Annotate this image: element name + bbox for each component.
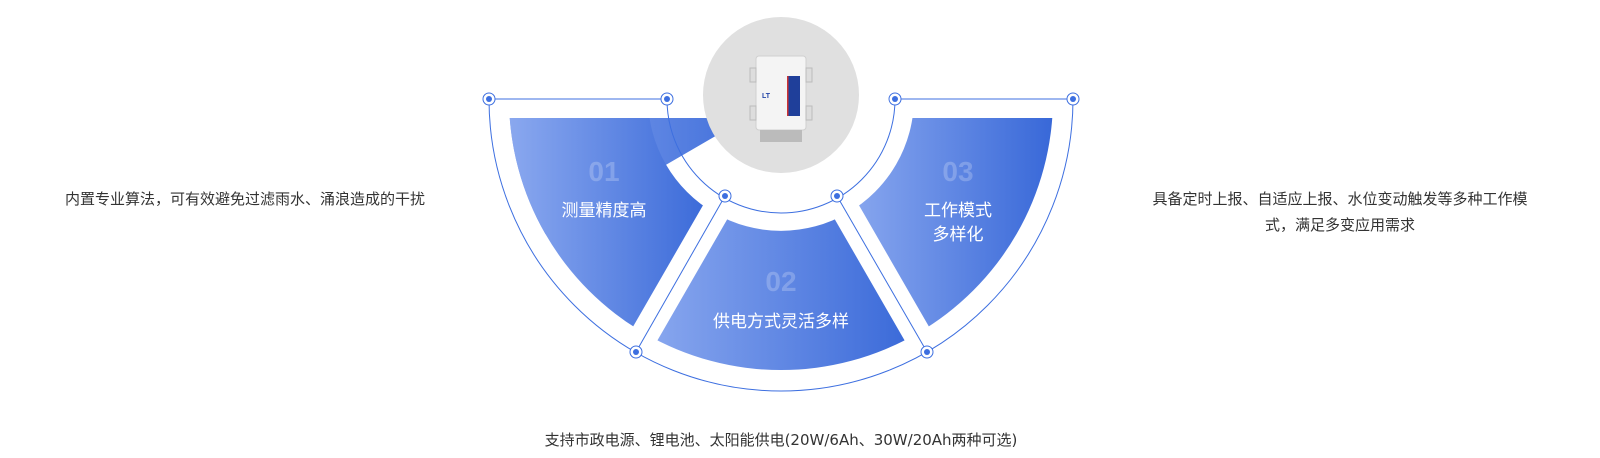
node-dot [1066, 92, 1080, 106]
node-dots [482, 92, 1080, 359]
node-dot [629, 345, 643, 359]
feature-3-description: 具备定时上报、自适应上报、水位变动触发等多种工作模 式，满足多变应用需求 [1110, 186, 1570, 238]
node-dot [830, 189, 844, 203]
feature-1-title: 测量精度高 [562, 201, 647, 221]
svg-text:LT: LT [762, 93, 771, 100]
node-dot [920, 345, 934, 359]
node-dot [660, 92, 674, 106]
feature-3-title-line: 工作模式 [924, 201, 992, 221]
device-image: LT [703, 17, 859, 173]
feature-2-title: 供电方式灵活多样 [713, 312, 849, 332]
feature-3-description-line: 具备定时上报、自适应上报、水位变动触发等多种工作模 [1152, 190, 1528, 208]
node-dot [718, 189, 732, 203]
feature-3-title-line: 多样化 [933, 225, 984, 245]
node-dot [888, 92, 902, 106]
feature-1-number: 01 [588, 156, 619, 187]
feature-3-number: 03 [942, 156, 973, 187]
node-dot [482, 92, 496, 106]
segment-02-shape [645, 213, 917, 371]
feature-3-description-line: 式，满足多变应用需求 [1264, 216, 1415, 234]
feature-1-description: 内置专业算法，可有效避免过滤雨水、涌浪造成的干扰 [64, 190, 425, 208]
outer-arc [488, 98, 1074, 392]
feature-2-description: 支持市政电源、锂电池、太阳能供电(20W/6Ah、30W/20Ah两种可选) [544, 431, 1018, 449]
inner-arc [666, 98, 896, 214]
feature-2-number: 02 [765, 266, 796, 297]
